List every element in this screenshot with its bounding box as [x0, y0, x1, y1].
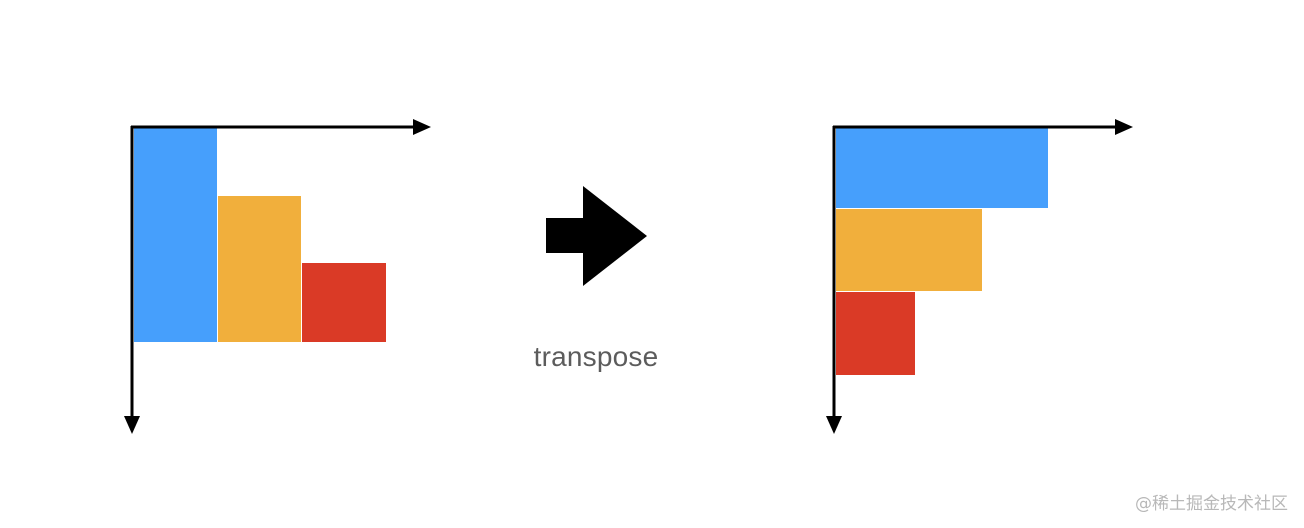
after-chart [826, 119, 1133, 434]
after-y-axis [826, 126, 842, 434]
before-bar-2 [218, 196, 301, 342]
before-y-axis [124, 126, 140, 434]
after-x-axis [833, 119, 1133, 135]
after-bar-2 [836, 209, 982, 291]
after-x-axis-arrowhead-icon [1115, 119, 1133, 135]
right-arrow-icon [546, 186, 647, 286]
transpose-caption: transpose [533, 341, 659, 372]
before-y-axis-arrowhead-icon [124, 416, 140, 434]
before-bar-3 [302, 263, 386, 342]
before-chart [124, 119, 431, 434]
after-bar-3 [836, 292, 915, 375]
after-y-axis-arrowhead-icon [826, 416, 842, 434]
watermark: @稀土掘金技术社区 [1135, 494, 1288, 514]
before-bar-1 [134, 128, 217, 342]
before-x-axis [131, 119, 431, 135]
after-bar-1 [836, 128, 1048, 208]
before-x-axis-arrowhead-icon [413, 119, 431, 135]
